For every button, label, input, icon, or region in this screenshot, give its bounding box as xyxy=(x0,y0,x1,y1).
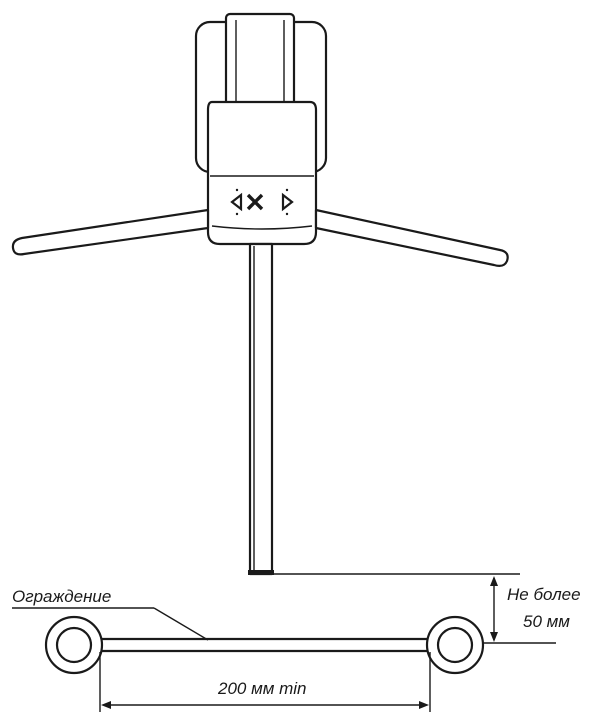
vertical-arm-tip xyxy=(248,570,274,575)
fence xyxy=(44,615,485,675)
turnstile-head xyxy=(194,12,328,246)
gap-dimension xyxy=(490,576,498,642)
direction-indicator-icon xyxy=(230,188,294,216)
max-gap-label-line2: 50 мм xyxy=(523,612,570,631)
turnstile-front-cover xyxy=(206,100,318,246)
fence-post-right-inner xyxy=(436,626,474,664)
fence-rail xyxy=(98,637,432,653)
left-barrier-arm xyxy=(11,208,210,256)
fence-post-left-inner xyxy=(55,626,93,664)
max-gap-label-line1: Не более xyxy=(507,585,581,604)
fence-label-leader xyxy=(153,607,209,641)
right-barrier-arm xyxy=(314,208,509,267)
min-distance-label: 200 мм min xyxy=(217,679,307,698)
cover-bottom-edge xyxy=(211,225,313,230)
fence-label: Ограждение xyxy=(12,587,111,606)
distance-dimension xyxy=(99,652,431,712)
vertical-barrier-arm xyxy=(248,242,274,576)
